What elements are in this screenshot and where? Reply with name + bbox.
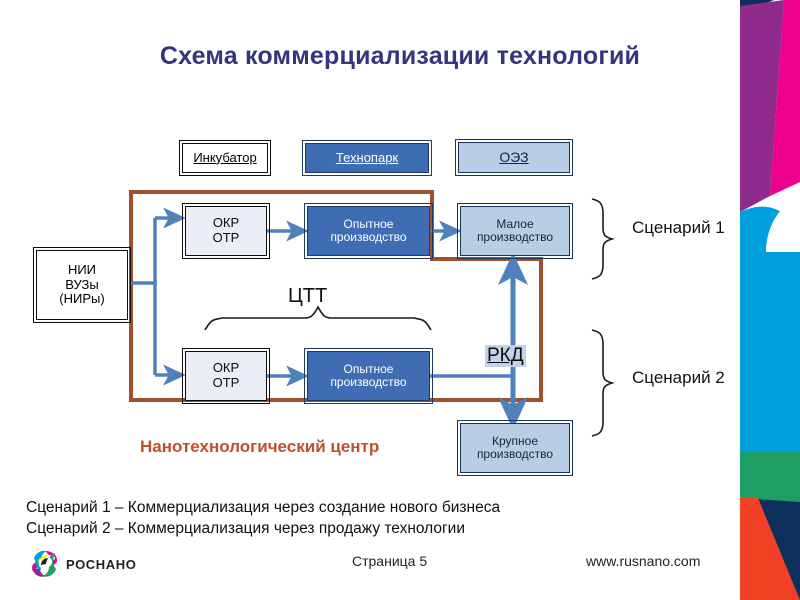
rusnano-logo-icon (32, 550, 57, 577)
ctt-brace (204, 305, 432, 331)
box-pilot-production-2-label: Опытное производство (327, 361, 409, 390)
rusnano-logo-text: РОСНАНО (66, 556, 137, 572)
box-okr-otr-2-label: ОКР ОТР (210, 361, 243, 390)
box-pilot-production-2[interactable]: Опытное производство (304, 348, 436, 407)
pilot1-line-2: производство (330, 230, 407, 244)
box-oez[interactable]: ОЭЗ (455, 139, 576, 179)
nii-line-1: НИИ (67, 262, 97, 278)
footnote-scenario-2: Сценарий 2 – Коммерциализация через прод… (26, 520, 465, 537)
scenario-1-label: Сценарий 1 (632, 218, 725, 237)
nanocenter-outline (129, 190, 543, 402)
box-incubator-label: Инкубатор (193, 149, 257, 165)
pilot2-line-1: Опытное (343, 361, 394, 376)
box-large-production[interactable]: Крупное производство (457, 420, 576, 479)
page-number: Страница 5 (352, 553, 428, 569)
small-line-2: производство (476, 230, 554, 244)
scenario2-brace (591, 329, 615, 437)
box-nii-vuzy-label: НИИ ВУЗы (НИРы) (56, 262, 107, 307)
box-small-production[interactable]: Малое производство (457, 203, 576, 262)
footnote-scenario-1: Сценарий 1 – Коммерциализация через созд… (26, 499, 501, 516)
okr1-line-1: ОКР (212, 215, 240, 231)
pilot1-line-1: Опытное (343, 216, 394, 231)
scenario-2-label: Сценарий 2 (632, 368, 725, 387)
scenario1-brace (591, 198, 615, 280)
box-technopark-label: Технопарк (335, 149, 399, 165)
large-line-1: Крупное (491, 433, 538, 448)
box-pilot-production-1[interactable]: Опытное производство (304, 203, 436, 262)
ribbon-shapes (740, 0, 800, 600)
box-okr-otr-2[interactable]: ОКР ОТР (182, 348, 273, 407)
nanocenter-label: Нанотехнологический центр (140, 437, 380, 456)
decorative-ribbon (740, 0, 800, 600)
box-large-production-label: Крупное производство (474, 433, 556, 462)
box-okr-otr-1[interactable]: ОКР ОТР (182, 203, 273, 262)
box-technopark[interactable]: Технопарк (302, 140, 435, 179)
okr1-line-2: ОТР (212, 230, 240, 245)
page-title: Схема коммерциализации технологий (159, 42, 641, 70)
rusnano-logo: РОСНАНО (30, 549, 136, 579)
okr2-line-1: ОКР (212, 360, 240, 376)
large-line-2: производство (476, 447, 554, 461)
small-line-1: Малое (496, 216, 534, 231)
okr2-line-2: ОТР (212, 375, 240, 390)
website-url[interactable]: www.rusnano.com (586, 553, 701, 569)
pilot2-line-2: производство (330, 375, 407, 389)
ctt-label: ЦТТ (288, 285, 328, 307)
nii-line-3: (НИРы) (59, 291, 105, 307)
box-nii-vuzy[interactable]: НИИ ВУЗы (НИРы) (33, 247, 134, 326)
box-incubator[interactable]: Инкубатор (179, 140, 274, 179)
box-small-production-label: Малое производство (474, 216, 556, 245)
rkd-label: РКД (485, 345, 526, 367)
box-pilot-production-1-label: Опытное производство (327, 216, 409, 245)
box-oez-label: ОЭЗ (499, 148, 529, 165)
nii-line-2: ВУЗы (65, 276, 99, 292)
box-okr-otr-1-label: ОКР ОТР (210, 216, 243, 245)
